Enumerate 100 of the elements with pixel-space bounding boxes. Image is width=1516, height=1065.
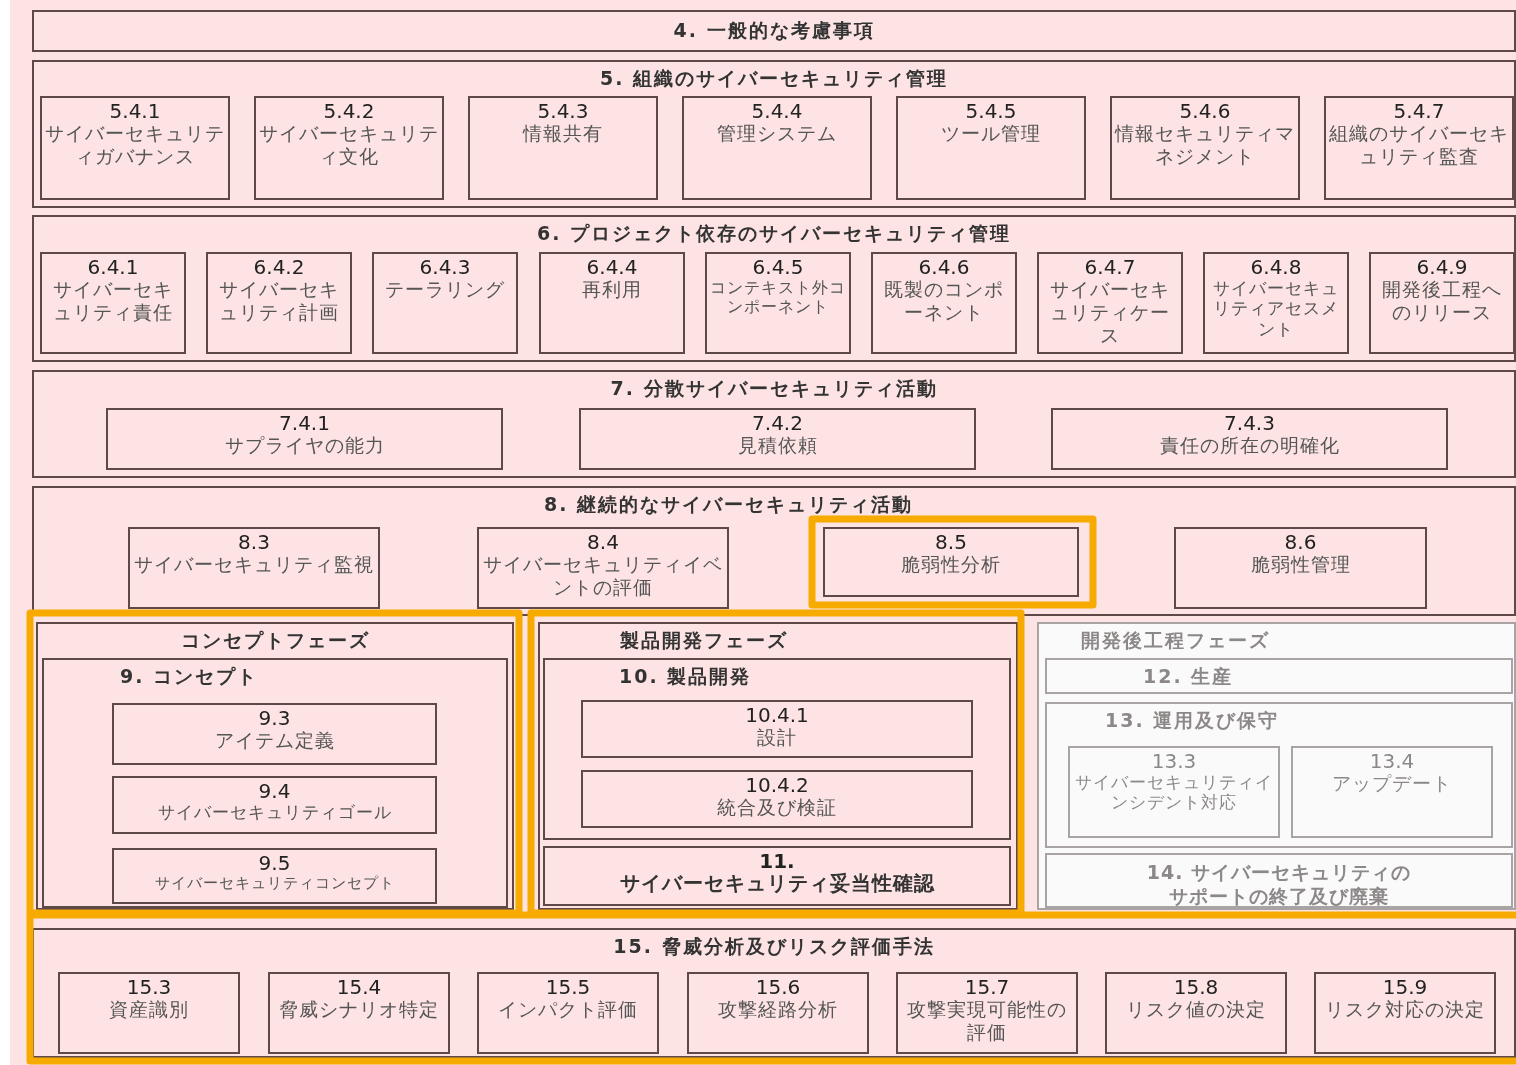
section-heading: 9. コンセプト	[119, 664, 260, 689]
section-title: 攻撃実現可能性の評価	[906, 998, 1068, 1044]
section-box	[32, 10, 1516, 52]
section-title: 見積依頼	[737, 434, 818, 457]
section-number: 6.4.4	[586, 256, 638, 278]
section-title: 脆弱性分析	[901, 553, 1001, 576]
section-heading: 6. プロジェクト依存のサイバーセキュリティ管理	[535, 221, 1013, 246]
item-box	[871, 252, 1017, 354]
section-title: リスク対応の決定	[1325, 998, 1485, 1021]
item-box	[1324, 96, 1514, 200]
section-title: サイバーセキュリティケース	[1049, 278, 1171, 347]
section-title: サイバーセキュリティコンセプト	[154, 874, 395, 892]
item-box	[106, 408, 503, 470]
section-heading: 10. 製品開発	[618, 664, 753, 689]
item-box	[687, 972, 869, 1054]
section-box	[1045, 853, 1513, 908]
section-number: 5.4.4	[751, 100, 803, 122]
section-heading: 12. 生産	[1142, 664, 1235, 689]
section-title: 開発後工程へのリリース	[1381, 278, 1503, 324]
section-number: 5.4.1	[109, 100, 161, 122]
section-title: サイバーセキュリティゴール	[157, 802, 392, 823]
section-title: サプライヤの能力	[224, 434, 385, 457]
item-box	[1110, 96, 1300, 200]
section-number: 6.4.8	[1250, 256, 1302, 278]
section-number: 7.4.2	[752, 412, 803, 434]
section-title: サイバーセキュリティ責任	[52, 278, 174, 324]
section-box	[1045, 702, 1513, 848]
item-box	[581, 770, 973, 828]
section-title: 組織のサイバーセキュリティ監査	[1329, 122, 1509, 168]
item-box	[254, 96, 444, 200]
section-box	[32, 60, 1516, 208]
item-box	[128, 527, 380, 609]
section-number: 6.4.3	[419, 256, 471, 278]
item-box	[1068, 746, 1280, 838]
section-heading: コンセプトフェーズ	[179, 628, 371, 653]
section-number: 6.4.7	[1084, 256, 1136, 278]
section-title: サイバーセキュリティガバナンス	[45, 122, 225, 168]
section-box	[543, 658, 1011, 840]
section-number: 6.4.1	[87, 256, 139, 278]
item-box	[40, 96, 230, 200]
item-box	[579, 408, 976, 470]
item-box	[1105, 972, 1287, 1054]
section-heading: 15. 脅威分析及びリスク評価手法	[612, 934, 936, 959]
item-box	[823, 527, 1079, 597]
section-number: 5.4.7	[1393, 100, 1445, 122]
section-box	[543, 846, 1011, 906]
section-title: アイテム定義	[214, 729, 335, 752]
item-box	[268, 972, 450, 1054]
section-title: テーラリング	[385, 278, 505, 301]
section-number: 11.	[759, 850, 795, 872]
section-number: 8.5	[935, 531, 967, 553]
section-number: 7.4.3	[1224, 412, 1275, 434]
item-box	[682, 96, 872, 200]
section-title: アップデート	[1332, 772, 1452, 795]
section-title: サイバーセキュリティ妥当性確認	[619, 872, 935, 895]
section-title: インパクト評価	[498, 998, 638, 1021]
section-box	[32, 370, 1516, 478]
item-box	[896, 96, 1086, 200]
section-title: 既製のコンポーネント	[883, 278, 1005, 324]
item-box	[1051, 408, 1448, 470]
section-title: サイバーセキュリティアセスメント	[1212, 278, 1340, 340]
item-box	[1203, 252, 1349, 354]
section-title: 設計	[757, 726, 797, 749]
item-box	[539, 252, 685, 354]
section-title: サイバーセキュリティイベントの評価	[482, 553, 724, 599]
item-box	[1369, 252, 1515, 354]
section-box	[32, 928, 1516, 1058]
section-number: 15.7	[964, 976, 1010, 998]
section-number: 15.6	[755, 976, 801, 998]
phase-box	[538, 622, 1018, 910]
section-title: サイバーセキュリティ監視	[134, 553, 374, 576]
section-title: リスク値の決定	[1126, 998, 1266, 1021]
item-box	[477, 972, 659, 1054]
section-number: 15.5	[545, 976, 591, 998]
section-number: 6.4.2	[253, 256, 305, 278]
section-box	[42, 658, 508, 908]
section-title: 情報セキュリティマネジメント	[1115, 122, 1295, 168]
item-box	[705, 252, 851, 354]
section-box	[1045, 658, 1513, 694]
section-number: 8.3	[238, 531, 270, 553]
section-number: 5.4.6	[1179, 100, 1231, 122]
section-number: 10.4.1	[745, 704, 809, 726]
section-heading: 14. サイバーセキュリティのサポートの終了及び廃棄	[1145, 860, 1413, 909]
section-title: 資産識別	[109, 998, 189, 1021]
section-number: 6.4.9	[1416, 256, 1468, 278]
section-number: 5.4.2	[323, 100, 375, 122]
section-number: 13.4	[1369, 750, 1415, 772]
section-title: 責任の所在の明確化	[1159, 434, 1340, 457]
section-number: 9.4	[258, 780, 291, 802]
section-title: サイバーセキュリティインシデント対応	[1074, 772, 1274, 813]
section-number: 6.4.6	[918, 256, 970, 278]
section-title: ツール管理	[941, 122, 1041, 145]
section-title: 統合及び検証	[717, 796, 837, 819]
section-number: 8.4	[587, 531, 619, 553]
section-number: 9.5	[258, 852, 291, 874]
section-title: 情報共有	[523, 122, 603, 145]
item-box	[112, 776, 437, 834]
section-title: 脅威シナリオ特定	[279, 998, 439, 1021]
item-box	[896, 972, 1078, 1054]
item-box	[58, 972, 240, 1054]
